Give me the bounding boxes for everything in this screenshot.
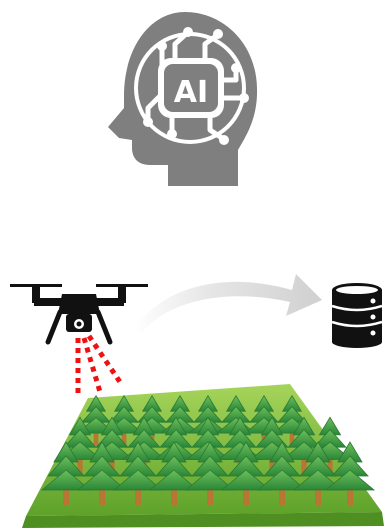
ai-label: AI (174, 75, 208, 110)
forest-icon (22, 384, 384, 528)
curved-arrow-icon (134, 274, 322, 332)
signal-beam (78, 336, 120, 398)
ai-head-icon: AI (108, 12, 257, 186)
database-icon (332, 283, 382, 348)
drone-icon (10, 284, 148, 342)
